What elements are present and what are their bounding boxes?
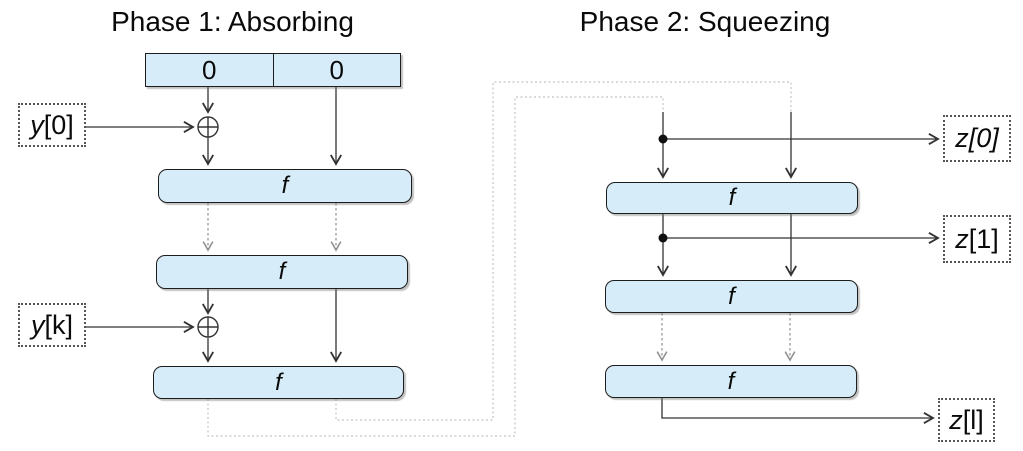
output-zl-index: [l] [962,404,984,435]
output-label-z0: z[0] [943,115,1011,162]
absorb-f-box-1: f [158,169,412,203]
output-zl-letter: z [949,404,963,435]
input-y0-index: [0] [43,109,74,140]
xor-icon [197,116,219,338]
phase2-title: Phase 2: Squeezing [579,6,831,37]
squeeze-f-box-3: f [605,365,857,398]
input-label-y0: y[0] [18,103,86,147]
state-cell-rate: 0 [202,54,217,85]
squeeze-f-box-1: f [606,182,858,214]
output-z1-letter: z [955,223,969,254]
input-yk-letter: y [30,309,45,340]
input-yk-index: [k] [44,309,73,340]
absorb-f-box-3: f [153,366,404,399]
state-cell-capacity: 0 [272,54,401,86]
absorb-f-box-2: f [156,255,408,289]
output-z0-letter: z [955,123,969,153]
input-label-yk: y[k] [18,303,86,347]
output-label-zl: z[l] [938,398,995,442]
output-z1-index: [1] [968,223,999,254]
input-y0-letter: y [30,109,44,140]
squeeze-f-box-2: f [605,280,858,313]
output-label-z1: z[1] [943,215,1011,263]
initial-state-register: 0 0 [145,53,401,87]
phase1-title: Phase 1: Absorbing [111,6,354,37]
output-z0-index: [0] [968,123,999,153]
